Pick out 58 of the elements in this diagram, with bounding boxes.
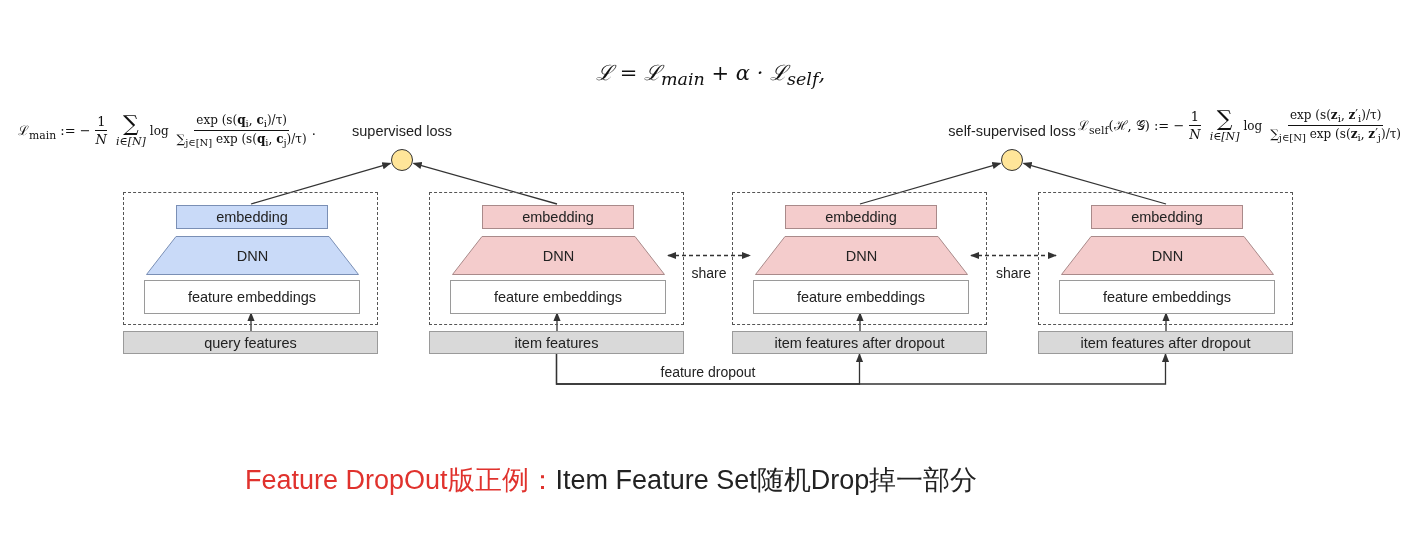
- arrow: [553, 312, 561, 332]
- dashed-arrow: [970, 251, 1057, 260]
- fraction-numerator: exp (s(z$_{i}$, z′$_{i}$)/τ): [1287, 108, 1384, 127]
- formula-term: ℒ$_{main}$ := −: [18, 121, 91, 142]
- fraction-numerator: exp (s(q$_{i}$, c$_{i}$)/τ): [194, 113, 289, 132]
- formula-term: log: [149, 123, 169, 138]
- dnn-trapezoid: DNN: [755, 236, 968, 275]
- dashed-frame: [123, 192, 378, 325]
- caption-text: Item Feature Set随机Drop掉一部分: [555, 464, 978, 497]
- feature-embeddings-box: feature embeddings: [1059, 280, 1275, 314]
- formula-term: ℒ$_{self}$(ℋ, 𝒢) := −: [1078, 116, 1185, 137]
- dnn-trapezoid: DNN: [1061, 236, 1274, 275]
- embedding-box: embedding: [176, 205, 328, 229]
- sum-sign: ∑: [1216, 108, 1233, 131]
- input-features-bar: query features: [123, 331, 378, 354]
- sum-index: i∈[N]: [1209, 130, 1240, 144]
- fraction-numerator: 1: [95, 114, 108, 132]
- arrow: [250, 162, 392, 205]
- highlighted-caption: Feature DropOut版正例：: [245, 464, 556, 497]
- input-features-bar: item features after dropout: [1038, 331, 1293, 354]
- arrow: [555, 353, 1170, 385]
- arrow: [859, 162, 1002, 205]
- arrow: [856, 312, 864, 332]
- feature-embeddings-box: feature embeddings: [450, 280, 666, 314]
- fraction-denominator: ∑$_{j∈[N]}$ exp (s(q$_{i}$, c$_{j}$)/τ): [175, 131, 308, 149]
- dashed-frame: [429, 192, 684, 325]
- loss-equation: ℒ = ℒ$_{main}$ + α · ℒ$_{self}$,: [596, 60, 826, 90]
- edge-label: feature dropout: [658, 364, 758, 380]
- fraction-denominator: ∑$_{j∈[N]}$ exp (s(z$_{i}$, z′$_{j}$)/τ): [1269, 126, 1402, 144]
- arrow: [1022, 162, 1167, 205]
- loss-label: supervised loss: [352, 123, 452, 139]
- loss-label: self-supervised loss: [948, 123, 1076, 139]
- embedding-box: embedding: [482, 205, 634, 229]
- fraction-denominator: N: [1188, 126, 1202, 143]
- dnn-trapezoid: DNN: [146, 236, 359, 275]
- fraction-numerator: 1: [1188, 109, 1202, 127]
- formula-term: log: [1243, 118, 1263, 133]
- arrow: [1162, 312, 1170, 332]
- formula-term: .: [311, 123, 316, 139]
- loss-circle: [1001, 149, 1023, 171]
- dashed-frame: [732, 192, 987, 325]
- edge-label: share: [689, 264, 729, 281]
- sum-index: i∈[N]: [116, 135, 146, 149]
- arrow: [247, 312, 255, 332]
- dashed-arrow: [667, 251, 751, 260]
- feature-embeddings-box: feature embeddings: [753, 280, 969, 314]
- embedding-box: embedding: [785, 205, 937, 229]
- arrow: [412, 162, 558, 205]
- sum-sign: ∑: [123, 113, 139, 136]
- dashed-frame: [1038, 192, 1293, 325]
- loss-circle: [391, 149, 413, 171]
- fraction-denominator: N: [94, 131, 108, 148]
- feature-embeddings-box: feature embeddings: [144, 280, 360, 314]
- input-features-bar: item features after dropout: [732, 331, 987, 354]
- dnn-trapezoid: DNN: [452, 236, 665, 275]
- input-features-bar: item features: [429, 331, 684, 354]
- embedding-box: embedding: [1091, 205, 1243, 229]
- edge-label: share: [994, 264, 1033, 281]
